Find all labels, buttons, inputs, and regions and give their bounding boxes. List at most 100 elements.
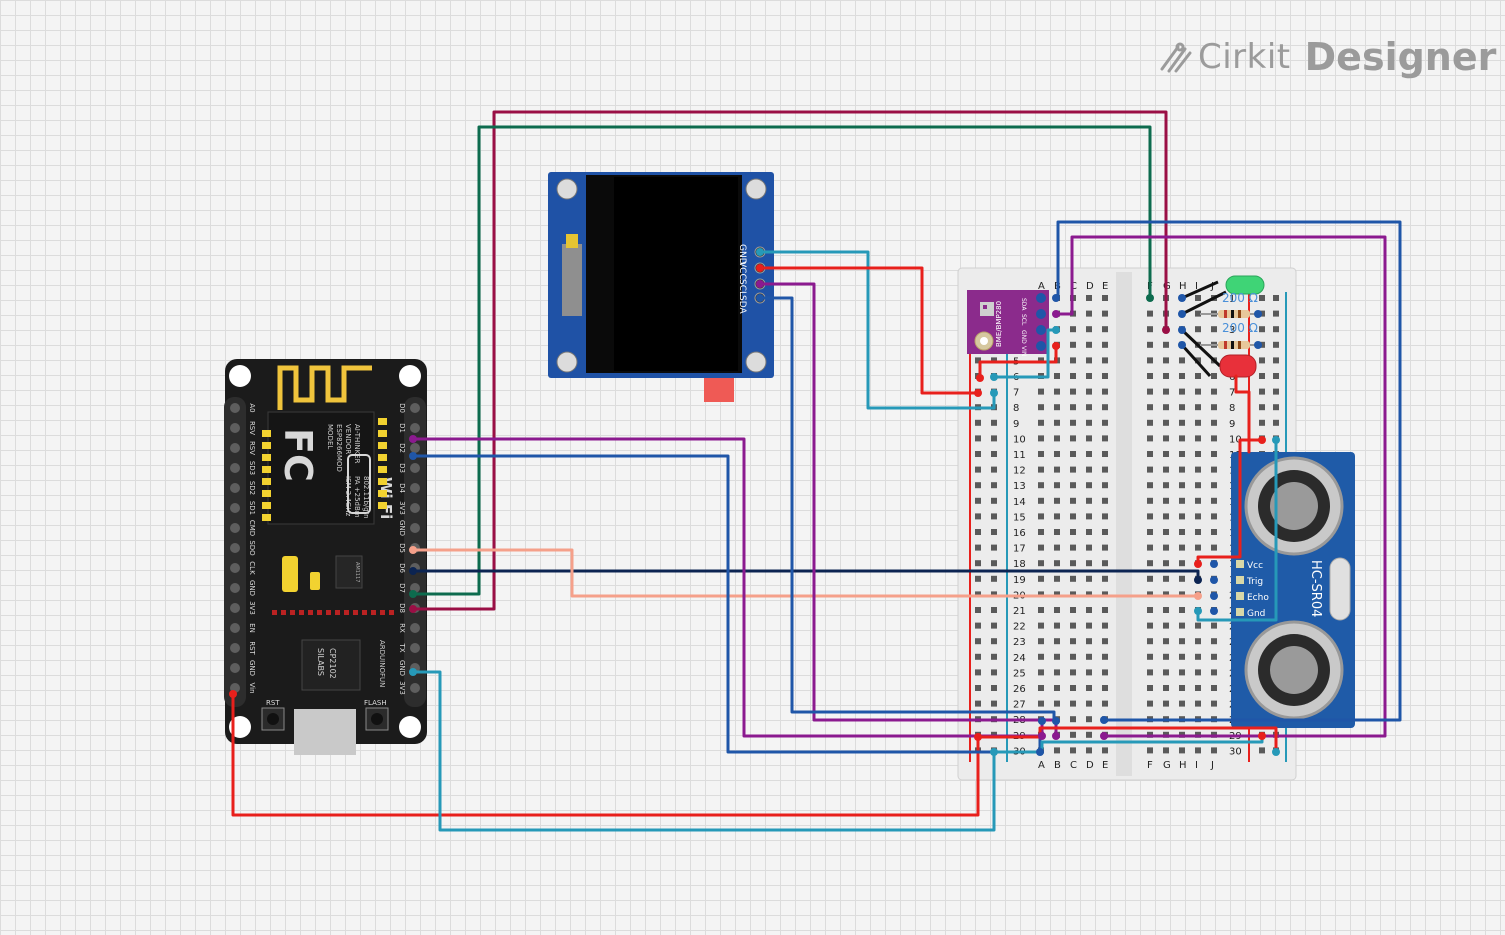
breadboard-hole[interactable] [1070, 373, 1076, 379]
breadboard-hole[interactable] [1179, 747, 1185, 754]
wire-d2-sda[interactable] [411, 454, 1042, 754]
esp-pin[interactable] [230, 423, 240, 433]
esp-pin[interactable] [230, 603, 240, 613]
wire-d1-scl[interactable] [411, 437, 1044, 738]
breadboard-hole[interactable] [1070, 326, 1076, 333]
breadboard-hole[interactable] [1147, 575, 1153, 582]
hcsr04-pin[interactable] [1236, 560, 1244, 568]
breadboard-hole[interactable] [1179, 373, 1185, 379]
led-resistor-group[interactable]: 200 Ω 200 Ω [1180, 275, 1265, 378]
wire-endpoint[interactable] [1178, 326, 1186, 334]
breadboard-hole[interactable] [1163, 529, 1169, 535]
breadboard-hole[interactable] [1054, 622, 1060, 629]
breadboard-hole[interactable] [1147, 591, 1153, 598]
breadboard-hole[interactable] [1163, 388, 1169, 395]
wire-endpoint[interactable] [1254, 310, 1262, 318]
breadboard-hole[interactable] [1211, 544, 1217, 551]
wire-endpoint[interactable] [409, 605, 417, 613]
breadboard-hole[interactable] [1054, 513, 1060, 520]
breadboard-hole[interactable] [1054, 544, 1060, 551]
breadboard-hole[interactable] [1147, 669, 1153, 676]
wire-endpoint[interactable] [1254, 341, 1262, 349]
breadboard-hole[interactable] [1086, 575, 1092, 582]
wire-endpoint[interactable] [756, 248, 764, 256]
breadboard-hole[interactable] [1086, 731, 1092, 738]
breadboard-hole[interactable] [1147, 529, 1153, 535]
breadboard-hole[interactable] [1147, 373, 1153, 379]
breadboard-hole[interactable] [1211, 669, 1217, 676]
wire-endpoint[interactable] [1036, 748, 1044, 756]
breadboard-hole[interactable] [1102, 607, 1108, 613]
breadboard-hole[interactable] [1195, 435, 1201, 442]
wire-endpoint[interactable] [1258, 436, 1266, 444]
esp-pin[interactable] [230, 583, 240, 593]
breadboard-hole[interactable] [1211, 638, 1217, 645]
breadboard-hole[interactable] [1163, 419, 1169, 426]
led-red[interactable] [1219, 354, 1257, 378]
breadboard-hole[interactable] [1163, 685, 1169, 691]
breadboard-hole[interactable] [1102, 419, 1108, 426]
breadboard-hole[interactable] [1195, 451, 1201, 457]
breadboard-hole[interactable] [1163, 513, 1169, 520]
wire-endpoint[interactable] [409, 435, 417, 443]
breadboard-hole[interactable] [1038, 544, 1044, 551]
breadboard-hole[interactable] [1179, 451, 1185, 457]
wire-oled-scl[interactable] [758, 282, 1058, 738]
breadboard-hole[interactable] [1086, 295, 1092, 301]
wire-endpoint[interactable] [756, 280, 764, 288]
hcsr04-pin[interactable] [1236, 608, 1244, 616]
esp-pin[interactable] [230, 463, 240, 473]
breadboard-hole[interactable] [1195, 638, 1201, 645]
rail-hole[interactable] [1273, 388, 1279, 395]
rail-hole[interactable] [991, 638, 997, 645]
breadboard-hole[interactable] [1038, 653, 1044, 660]
bme-pin[interactable] [1036, 309, 1046, 319]
rail-hole[interactable] [975, 529, 981, 535]
breadboard-hole[interactable] [1086, 326, 1092, 333]
breadboard-hole[interactable] [1102, 591, 1108, 598]
wire-endpoint[interactable] [409, 452, 417, 460]
breadboard-hole[interactable] [1147, 607, 1153, 613]
breadboard-hole[interactable] [1147, 747, 1153, 754]
wire-oled-gnd[interactable] [758, 250, 996, 410]
breadboard-hole[interactable] [1195, 669, 1201, 676]
rail-hole[interactable] [991, 466, 997, 473]
breadboard-hole[interactable] [1147, 638, 1153, 645]
esp-pin[interactable] [230, 503, 240, 513]
breadboard-hole[interactable] [1147, 513, 1153, 520]
breadboard-hole[interactable] [1070, 404, 1076, 411]
breadboard-hole[interactable] [1086, 388, 1092, 395]
breadboard-hole[interactable] [1179, 622, 1185, 629]
esp-pin[interactable] [230, 623, 240, 633]
breadboard-hole[interactable] [1179, 700, 1185, 707]
breadboard-hole[interactable] [1102, 529, 1108, 535]
breadboard-hole[interactable] [1070, 341, 1076, 348]
breadboard-hole[interactable] [1054, 700, 1060, 707]
breadboard-hole[interactable] [1147, 388, 1153, 395]
breadboard-hole[interactable] [1054, 575, 1060, 582]
rail-hole[interactable] [991, 622, 997, 629]
breadboard-hole[interactable] [1086, 716, 1092, 723]
wire-endpoint[interactable] [1272, 748, 1280, 756]
rail-hole[interactable] [991, 607, 997, 613]
wire-bme-vin[interactable] [978, 344, 1058, 380]
rail-hole[interactable] [975, 513, 981, 520]
breadboard-hole[interactable] [1054, 419, 1060, 426]
breadboard-hole[interactable] [1086, 700, 1092, 707]
breadboard-hole[interactable] [1179, 388, 1185, 395]
breadboard-hole[interactable] [1163, 622, 1169, 629]
rail-hole[interactable] [975, 544, 981, 551]
breadboard-hole[interactable] [1147, 653, 1153, 660]
breadboard-hole[interactable] [1086, 653, 1092, 660]
breadboard-hole[interactable] [1038, 591, 1044, 598]
rail-hole[interactable] [991, 700, 997, 707]
wire-endpoint[interactable] [1178, 294, 1186, 302]
breadboard-hole[interactable] [1086, 373, 1092, 379]
breadboard-hole[interactable] [1211, 622, 1217, 629]
breadboard-hole[interactable] [1038, 404, 1044, 411]
rail-hole[interactable] [975, 482, 981, 489]
wire-endpoint[interactable] [990, 748, 998, 756]
breadboard-hole[interactable] [1054, 685, 1060, 691]
esp-pin[interactable] [410, 403, 420, 413]
breadboard-hole[interactable] [1163, 373, 1169, 379]
